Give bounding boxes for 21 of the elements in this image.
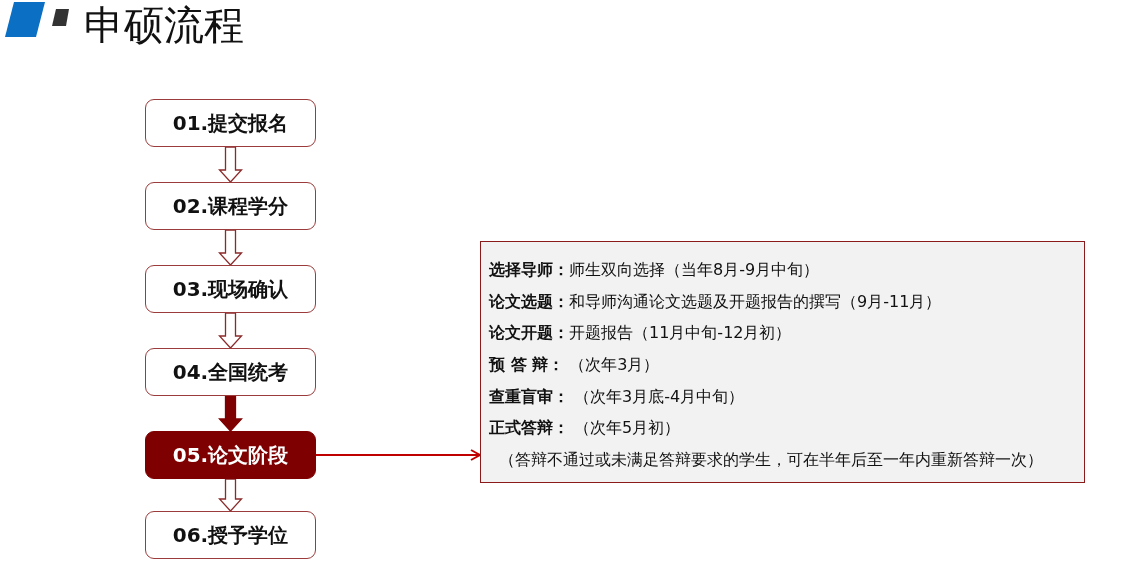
text-line: 选择导师：师生双向选择（当年8月-9月中旬） — [489, 259, 821, 281]
text-line: 预 答 辩： （次年3月） — [489, 354, 661, 377]
text-line: 论文开题：开题报告（11月中旬-12月初） — [489, 322, 793, 345]
block-arrow — [218, 229, 243, 266]
text-line: （答辩不通过或未满足答辩要求的学生，可在半年后至一年内重新答辩一次） — [498, 449, 1044, 472]
step-box: 06.授予学位 — [145, 511, 316, 559]
text-line: 正式答辩： （次年5月初） — [489, 417, 682, 440]
title: 申硕流程 — [84, 1, 244, 50]
block-arrow — [218, 478, 243, 512]
step-box: 04.全国统考 — [145, 348, 316, 396]
block-arrow — [218, 312, 243, 349]
text-line: 论文选题：和导师沟通论文选题及开题报告的撰写（9月-11月） — [489, 290, 943, 313]
step-box: 01.提交报名 — [145, 99, 316, 147]
text-line: 查重盲审： （次年3月底-4月中旬） — [489, 385, 746, 408]
arrow — [315, 449, 481, 461]
block-arrow — [218, 395, 243, 432]
info-box — [480, 241, 1085, 483]
step-box: 02.课程学分 — [145, 182, 316, 230]
step-box: 05.论文阶段 — [145, 431, 316, 479]
step-box: 03.现场确认 — [145, 265, 316, 313]
block-arrow — [218, 146, 243, 183]
